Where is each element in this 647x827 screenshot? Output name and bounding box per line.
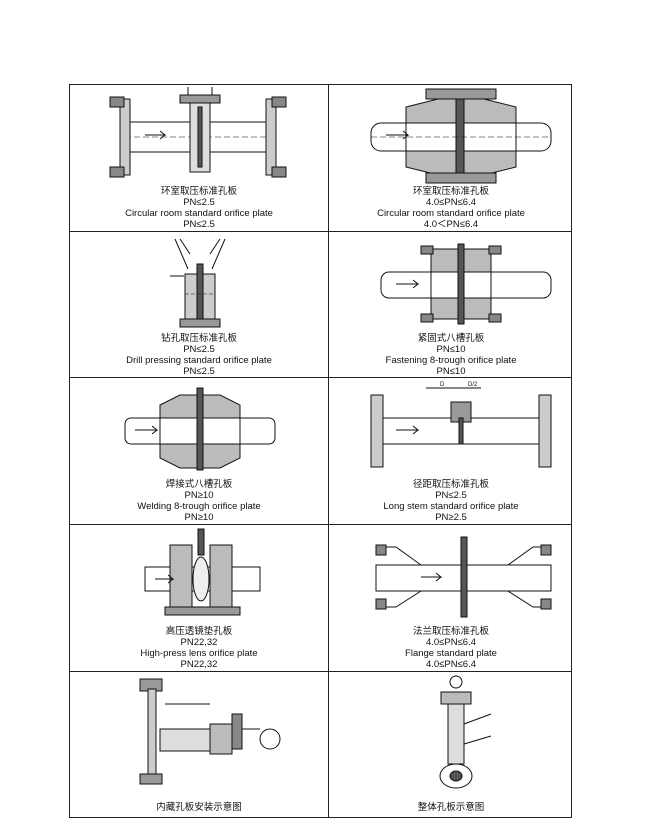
cell-flange-standard: 法兰取压标准孔板 4.0≤PN≤6.4 Flange standard plat… [329, 525, 587, 671]
high-press-lens-drawing [144, 528, 261, 616]
integral-orifice-drawing [439, 675, 492, 789]
caption-cn: 紧固式八槽孔板 [417, 333, 485, 344]
cell-long-stem: D D/2 径距取压标准孔板 PN≤2.5 Long stem standard… [329, 378, 587, 524]
caption-en: Fastening 8-trough orifice plate [385, 355, 517, 366]
caption-en: Flange standard plate [405, 648, 497, 659]
cell-drill-pressing: 钻孔取压标准孔板 PN≤2.5 Drill pressing standard … [70, 232, 328, 378]
caption-cn: 钻孔取压标准孔板 [160, 333, 237, 344]
dimension-d2-label: D/2 [468, 382, 478, 388]
caption-en: Circular room standard orifice plate [377, 208, 525, 219]
drill-pressing-drawing [170, 238, 226, 328]
caption-pn-en: PN≤10 [436, 366, 466, 377]
caption-pn-en: PN≥10 [184, 512, 214, 523]
long-stem-drawing: D D/2 [370, 382, 552, 468]
circular-room-flange-drawing [370, 88, 552, 184]
orifice-plate-catalog-table: 环室取压标准孔板 PN≤2.5 Circular room standard o… [69, 84, 572, 818]
fastening-8-trough-drawing [380, 243, 552, 325]
circular-room-orifice-drawing [109, 87, 287, 178]
caption-en: High-press lens orifice plate [140, 648, 258, 659]
embedded-orifice-installation-drawing [139, 678, 281, 785]
caption-cn: 环室取压标准孔板 [160, 186, 237, 197]
caption-en: Welding 8-trough orifice plate [137, 501, 261, 512]
caption-cn: 整体孔板示意图 [417, 802, 485, 813]
caption-pn-en: PN22,32 [180, 659, 218, 670]
flange-standard-drawing [375, 536, 552, 618]
dimension-d-label: D [440, 382, 445, 388]
welding-8-trough-drawing [124, 387, 276, 471]
cell-welding-8-trough: 焊接式八槽孔板 PN≥10 Welding 8-trough orifice p… [70, 378, 328, 524]
cell-integral-orifice: 整体孔板示意图 [329, 672, 587, 818]
caption-pn-en: PN≤2.5 [183, 219, 215, 230]
caption-en: Long stem standard orifice plate [383, 501, 519, 512]
cell-circular-room-mid-pressure: 环室取压标准孔板 4.0≤PN≤6.4 Circular room standa… [329, 85, 587, 231]
caption-cn: 法兰取压标准孔板 [412, 626, 489, 637]
caption-pn-en: 4.0＜PN≤6.4 [423, 219, 479, 230]
caption-pn: 4.0≤PN≤6.4 [425, 197, 477, 208]
caption-pn: PN≤10 [436, 344, 466, 355]
caption-pn: PN≤2.5 [435, 490, 467, 501]
caption-cn: 环室取压标准孔板 [412, 186, 489, 197]
row-divider [70, 377, 571, 378]
cell-circular-room-low-pressure: 环室取压标准孔板 PN≤2.5 Circular room standard o… [70, 85, 328, 231]
caption-en: Drill pressing standard orifice plate [126, 355, 272, 366]
caption-cn: 径距取压标准孔板 [412, 479, 489, 490]
caption-pn: 4.0≤PN≤6.4 [425, 637, 477, 648]
row-divider [70, 671, 571, 672]
caption-pn: PN22,32 [180, 637, 218, 648]
caption-pn-en: 4.0≤PN≤6.4 [425, 659, 477, 670]
caption-cn: 高压透镜垫孔板 [165, 626, 233, 637]
caption-pn-en: PN≥2.5 [435, 512, 467, 523]
row-divider [70, 524, 571, 525]
cell-high-press-lens: 高压透镜垫孔板 PN22,32 High-press lens orifice … [70, 525, 328, 671]
column-divider [328, 85, 329, 817]
caption-pn: PN≥10 [184, 490, 214, 501]
cell-embedded-installation: 内藏孔板安装示意图 [70, 672, 328, 818]
caption-en: Circular room standard orifice plate [125, 208, 273, 219]
caption-cn: 内藏孔板安装示意图 [156, 802, 242, 813]
caption-pn-en: PN≤2.5 [183, 366, 215, 377]
row-divider [70, 231, 571, 232]
caption-pn: PN≤2.5 [183, 344, 215, 355]
caption-pn: PN≤2.5 [183, 197, 215, 208]
cell-fastening-8-trough: 紧固式八槽孔板 PN≤10 Fastening 8-trough orifice… [329, 232, 587, 378]
caption-cn: 焊接式八槽孔板 [165, 479, 233, 490]
